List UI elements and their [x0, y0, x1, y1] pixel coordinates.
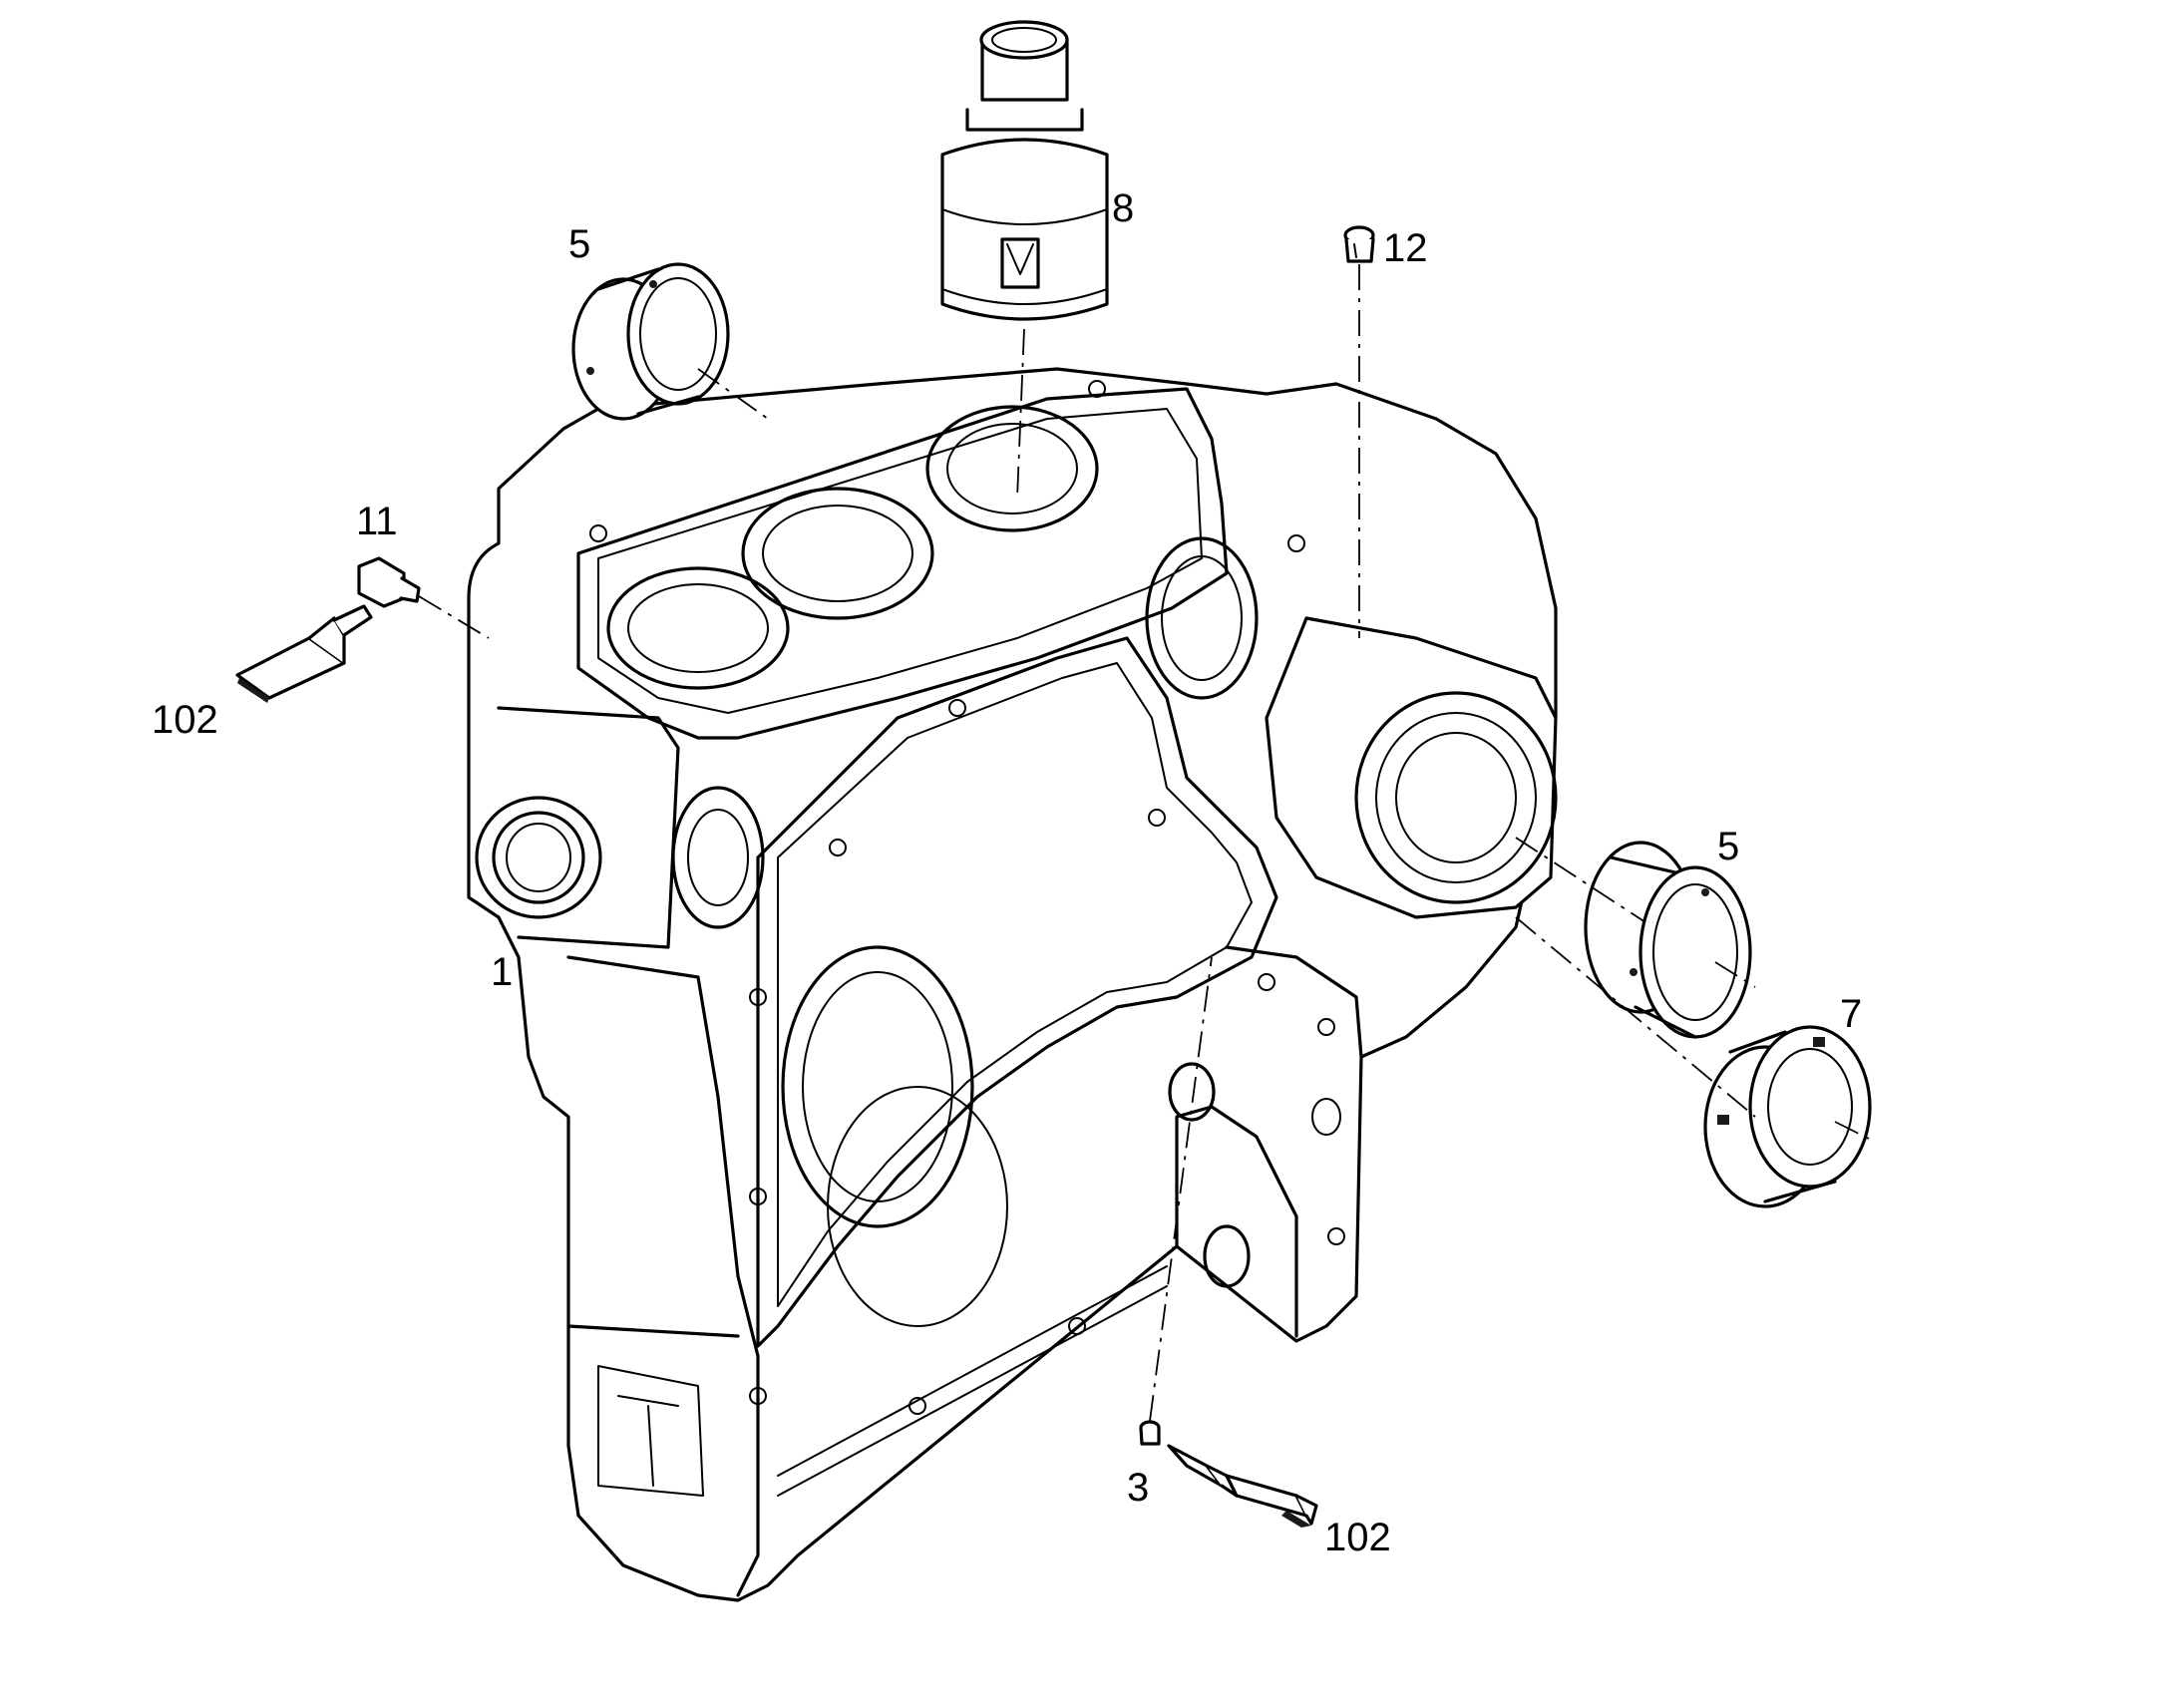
part-5-left-ring [571, 262, 730, 421]
part-102-bottom-tube [1167, 1444, 1318, 1528]
assembly-centerlines [418, 264, 1876, 1422]
part-3-plug [1139, 1420, 1161, 1446]
callout-part-8: 8 [1112, 186, 1134, 230]
part-5-right-ring [1584, 841, 1752, 1039]
callout-part-1: 1 [491, 950, 513, 994]
callout-part-5-right: 5 [1717, 825, 1739, 868]
callout-part-3: 3 [1127, 1466, 1149, 1510]
part-12-plug [1343, 225, 1375, 263]
callout-part-11: 11 [356, 500, 398, 543]
callout-labels: 1 3 5 5 7 8 11 12 102 102 [152, 186, 1862, 1559]
callout-part-5-left: 5 [568, 222, 590, 266]
part-7-flanged-bushing [1703, 1025, 1872, 1208]
part-8-fitting [940, 20, 1109, 321]
callout-part-7: 7 [1840, 992, 1862, 1036]
part-102-left-tube [235, 604, 373, 703]
main-housing [467, 367, 1558, 1602]
callout-part-102-bottom: 102 [1324, 1516, 1391, 1559]
part-11-fitting [357, 556, 421, 608]
callout-part-102-left: 102 [152, 698, 218, 742]
callout-part-12: 12 [1383, 226, 1428, 270]
